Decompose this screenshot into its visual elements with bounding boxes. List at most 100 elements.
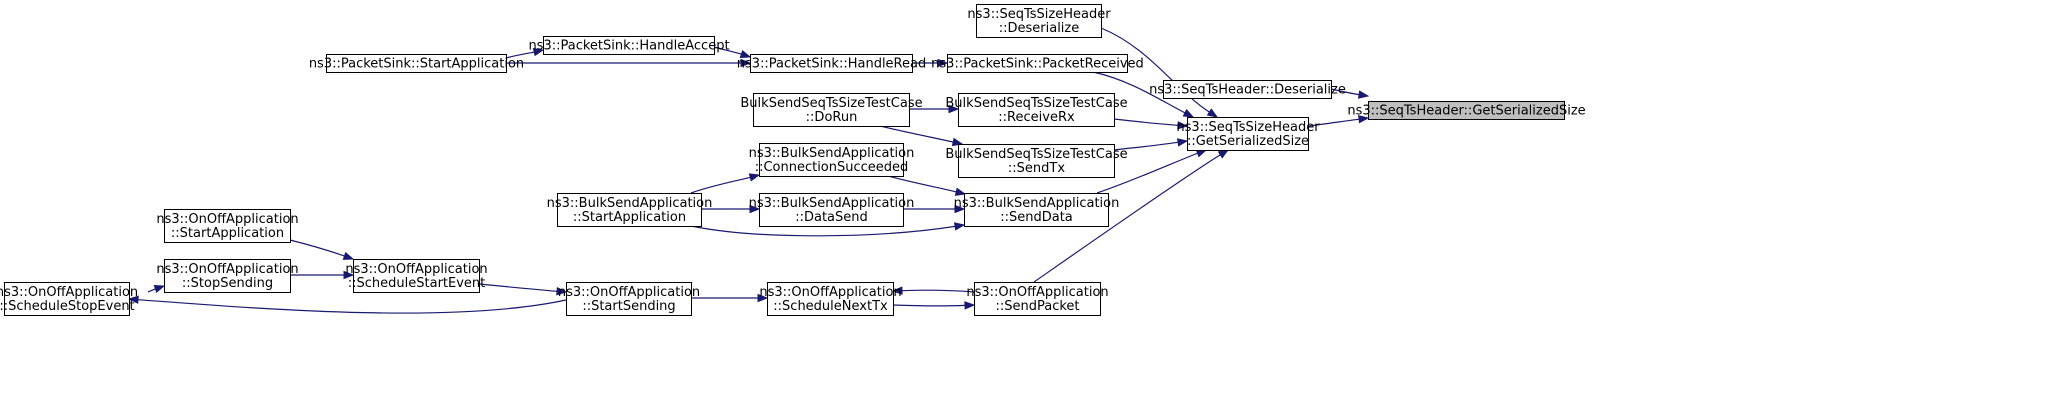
node-seqtssizeheader-getserializedsize[interactable]: ns3::SeqTsSizeHeader::GetSerializedSize — [1176, 117, 1320, 151]
arrowhead-icon — [891, 286, 903, 295]
node-box — [353, 259, 480, 293]
edge-line — [1113, 141, 1179, 151]
edge-line — [690, 176, 751, 194]
node-bulksend-senddata[interactable]: ns3::BulkSendApplication::SendData — [954, 193, 1120, 227]
node-box — [1368, 101, 1565, 120]
node-box — [164, 209, 291, 243]
node-label: ns3::BulkSendApplication — [547, 196, 713, 211]
node-testcase-sendtx[interactable]: BulkSendSeqTsSizeTestCase::SendTx — [945, 144, 1128, 178]
edge-packetsink_startapplication-to-packetsink_handleread — [506, 58, 752, 68]
node-box — [4, 282, 130, 316]
node-label: ::GetSerializedSize — [1187, 134, 1309, 149]
node-label: ::SendPacket — [995, 299, 1079, 314]
node-packetsink-packetreceived[interactable]: ns3::PacketSink::PacketReceived — [931, 54, 1144, 73]
edges-layer — [127, 27, 1370, 314]
arrowhead-icon — [127, 295, 139, 304]
edge-line — [887, 175, 957, 193]
node-label: ::ScheduleStopEvent — [0, 299, 135, 314]
edge-packetsink_handleread-to-packetsink_packetreceived — [912, 58, 949, 68]
node-packetsink-startapplication[interactable]: ns3::PacketSink::StartApplication — [309, 54, 524, 73]
node-label: ::Deserialize — [999, 21, 1080, 36]
arrowhead-icon — [757, 293, 769, 303]
arrowhead-icon — [964, 301, 976, 310]
edge-bulksend_datasend-to-bulksend_senddata — [903, 204, 966, 214]
arrowhead-icon — [954, 187, 967, 196]
arrowhead-icon — [1358, 115, 1370, 124]
arrowhead-icon — [153, 284, 166, 294]
edge-seqtsheader_deserialize-to-getserializedsize — [1330, 88, 1370, 99]
node-label: ns3::PacketSink::HandleRead — [737, 57, 926, 72]
node-seqtssizeheader-deserialize[interactable]: ns3::SeqTsSizeHeader::Deserialize — [967, 4, 1111, 38]
edge-onoff_stopsending-to-onoff_schedulestartevent — [289, 270, 355, 280]
arrowhead-icon — [532, 48, 545, 57]
node-label: ns3::BulkSendApplication — [954, 196, 1120, 211]
edge-testcase_dorun-to-testcase_sendtx — [879, 125, 964, 147]
node-label: ::StartSending — [582, 299, 675, 314]
node-box — [1163, 80, 1332, 99]
arrowhead-icon — [556, 287, 568, 296]
edge-line — [1330, 88, 1360, 96]
edge-bulksend_startapplication-to-bulksend_datasend — [701, 204, 761, 214]
node-label: ns3::BulkSendApplication — [749, 146, 915, 161]
node-box — [557, 193, 702, 227]
edge-line — [892, 304, 966, 307]
edge-bulksend_startapplication-to-bulksend_senddata — [690, 222, 966, 237]
edge-seqtssizeheader_getserializedsize-to-getserializedsize — [1308, 115, 1370, 127]
arrowhead-icon — [1217, 149, 1230, 159]
node-bulksend-datasend[interactable]: ns3::BulkSendApplication::DataSend — [749, 193, 915, 227]
edge-line — [1100, 27, 1210, 113]
node-box — [958, 144, 1115, 178]
node-label: BulkSendSeqTsSizeTestCase — [945, 96, 1127, 111]
edge-onoff_startsending-to-onoff_schedulenexttx — [690, 293, 769, 303]
edge-testcase_sendtx-to-seqtssizeheader_getserializedsize — [1113, 138, 1189, 151]
node-onoff-schedulestartevent[interactable]: ns3::OnOffApplication::ScheduleStartEven… — [345, 259, 488, 293]
node-label: ns3::BulkSendApplication — [749, 196, 915, 211]
node-testcase-receiverx[interactable]: BulkSendSeqTsSizeTestCase::ReceiveRx — [945, 93, 1128, 127]
node-label: ::StartApplication — [573, 210, 686, 225]
node-label: ::DataSend — [795, 210, 868, 225]
node-packetsink-handleaccept[interactable]: ns3::PacketSink::HandleAccept — [528, 36, 730, 55]
node-onoff-sendpacket[interactable]: ns3::OnOffApplication::SendPacket — [966, 282, 1109, 316]
arrowhead-icon — [342, 251, 355, 260]
node-box — [759, 143, 904, 177]
node-seqtsheader-deserialize[interactable]: ns3::SeqTsHeader::Deserialize — [1149, 80, 1346, 99]
node-onoff-schedulestopevent[interactable]: ns3::OnOffApplication::ScheduleStopEvent — [0, 282, 138, 316]
node-onoff-startapplication[interactable]: ns3::OnOffApplication::StartApplication — [156, 209, 299, 243]
node-label: ns3::PacketSink::PacketReceived — [931, 57, 1144, 72]
node-getserializedsize[interactable]: ns3::SeqTsHeader::GetSerializedSize — [1347, 101, 1586, 120]
arrowhead-icon — [343, 270, 355, 280]
edge-onoff_schedulestopevent-to-onoff_stopsending — [147, 284, 166, 294]
edge-line — [1113, 118, 1179, 126]
edge-seqtssizeheader_deserialize-to-seqtssizeheader_getserializedsize — [1100, 27, 1219, 118]
node-packetsink-handleread[interactable]: ns3::PacketSink::HandleRead — [737, 54, 926, 73]
node-box — [976, 4, 1102, 38]
node-label: ns3::OnOffApplication — [0, 285, 138, 300]
node-onoff-startsending[interactable]: ns3::OnOffApplication::StartSending — [558, 282, 700, 316]
node-label: ns3::SeqTsHeader::Deserialize — [1149, 83, 1346, 98]
node-label: ::ScheduleNextTx — [773, 299, 888, 314]
arrowhead-icon — [1177, 121, 1189, 130]
node-label: ::SendData — [1000, 210, 1073, 225]
edge-line — [1092, 71, 1186, 114]
edge-testcase_dorun-to-testcase_receiverx — [909, 104, 960, 114]
edge-packetsink_handleaccept-to-packetsink_handleread — [713, 46, 752, 59]
edge-line — [879, 125, 954, 143]
node-label: ns3::OnOffApplication — [156, 212, 298, 227]
node-label: ::StartApplication — [171, 226, 284, 241]
arrowhead-icon — [954, 204, 966, 214]
node-bulksend-startapplication[interactable]: ns3::BulkSendApplication::StartApplicati… — [547, 193, 713, 227]
node-testcase-dorun[interactable]: BulkSendSeqTsSizeTestCase::DoRun — [740, 93, 923, 127]
node-bulksend-connectionsucceeded[interactable]: ns3::BulkSendApplication::ConnectionSucc… — [749, 143, 915, 177]
arrowhead-icon — [937, 58, 949, 68]
node-label: ns3::OnOffApplication — [156, 262, 298, 277]
node-label: ::SendTx — [1008, 161, 1065, 176]
node-box — [974, 282, 1101, 316]
node-label: ::ScheduleStartEvent — [348, 276, 486, 291]
node-onoff-stopsending[interactable]: ns3::OnOffApplication::StopSending — [156, 259, 299, 293]
node-onoff-schedulenexttx[interactable]: ns3::OnOffApplication::ScheduleNextTx — [759, 282, 902, 316]
edge-line — [690, 225, 956, 237]
node-label: ns3::OnOffApplication — [558, 285, 700, 300]
arrowhead-icon — [1176, 138, 1189, 147]
node-box — [543, 36, 715, 55]
arrowhead-icon — [948, 104, 960, 114]
